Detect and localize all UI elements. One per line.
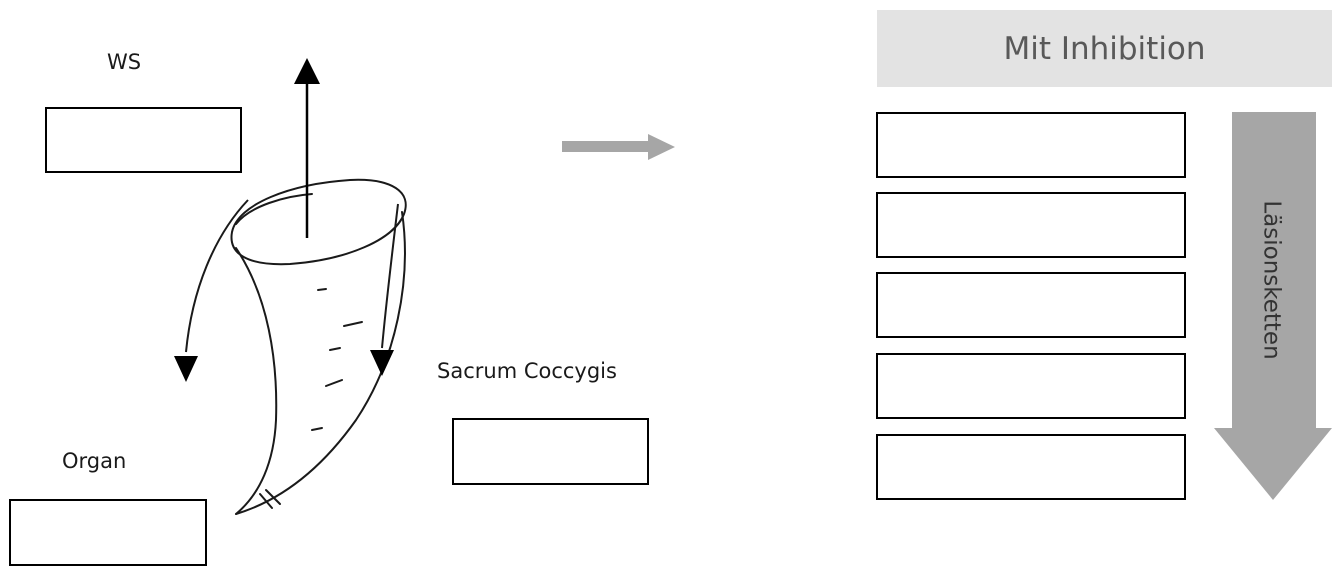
chain-box-3[interactable] bbox=[876, 272, 1186, 338]
chain-box-5[interactable] bbox=[876, 434, 1186, 500]
down-arrow-icon bbox=[1214, 112, 1332, 500]
organ-label: Organ bbox=[62, 449, 127, 473]
organ-answer-box[interactable] bbox=[9, 499, 207, 566]
header-title: Mit Inhibition bbox=[1003, 30, 1206, 67]
ws-answer-box[interactable] bbox=[45, 107, 242, 173]
chain-box-4[interactable] bbox=[876, 353, 1186, 419]
sacrum-right-outline bbox=[235, 211, 406, 515]
ws-label: WS bbox=[107, 50, 142, 74]
sacrum-opening-ellipse bbox=[230, 178, 407, 266]
sacrum-left-outline bbox=[235, 247, 278, 515]
sacrum-coccyx-sketch bbox=[174, 58, 407, 515]
chain-box-1[interactable] bbox=[876, 112, 1186, 178]
sacrum-answer-box[interactable] bbox=[452, 418, 649, 485]
chain-label-container: Läsionsketten bbox=[1218, 190, 1326, 370]
right-downward-arrow-icon bbox=[370, 203, 399, 376]
sacrum-label: Sacrum Coccygis bbox=[437, 359, 617, 383]
header-mit-inhibition: Mit Inhibition bbox=[877, 10, 1332, 87]
upward-arrow-icon bbox=[294, 58, 320, 238]
right-arrow-icon bbox=[562, 134, 675, 160]
chain-box-2[interactable] bbox=[876, 192, 1186, 258]
left-downward-arrow-icon bbox=[174, 199, 249, 382]
chain-label: Läsionsketten bbox=[1259, 200, 1286, 360]
